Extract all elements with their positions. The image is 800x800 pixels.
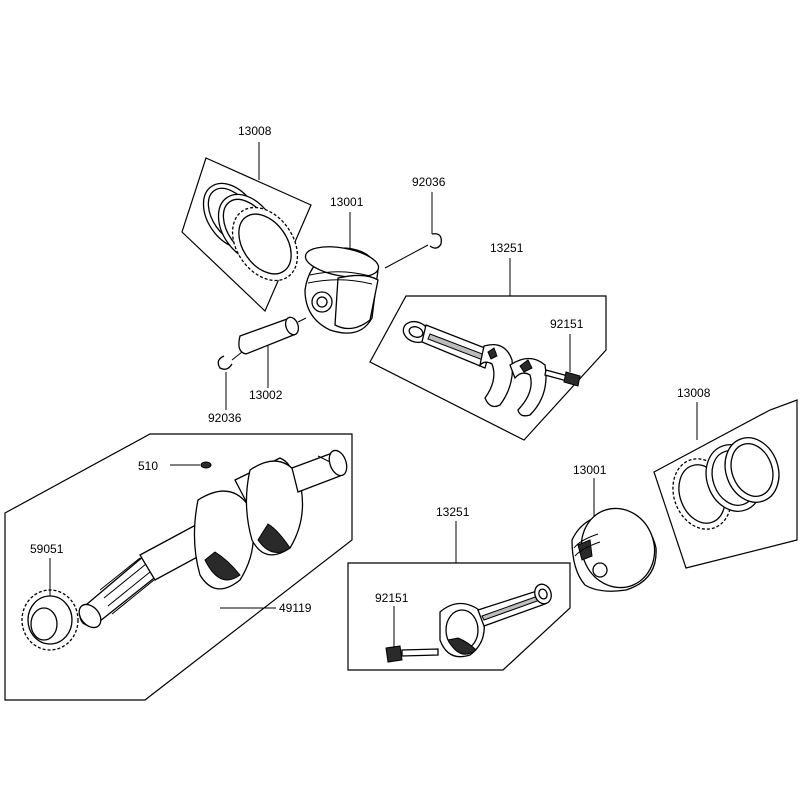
label-gear: 59051 — [30, 542, 64, 556]
circlip-top[interactable] — [429, 233, 442, 249]
ring-set-frame-top — [181, 157, 312, 313]
piston-top[interactable] — [303, 242, 381, 334]
piston-ring-set-right[interactable] — [663, 430, 787, 537]
label-key: 510 — [138, 459, 158, 473]
piston-right[interactable] — [570, 498, 665, 598]
label-crankshaft: 49119 — [279, 601, 312, 615]
label-bolt-bottom: 92151 — [375, 591, 409, 605]
label-conrod-bottom: 13251 — [436, 505, 470, 519]
label-piston-right: 13001 — [573, 463, 607, 477]
label-bolt-top: 92151 — [550, 317, 584, 331]
label-circlip-left: 92036 — [208, 411, 242, 425]
label-piston-top: 13001 — [330, 195, 364, 209]
label-circlip-top: 92036 — [412, 175, 446, 189]
piston-pin[interactable] — [238, 315, 301, 355]
label-rings-top: 13008 — [238, 124, 272, 138]
label-conrod-top: 13251 — [490, 241, 524, 255]
connecting-rod-top[interactable] — [400, 318, 547, 417]
piston-ring-set-top[interactable] — [181, 157, 312, 313]
label-rings-right: 13008 — [677, 386, 711, 400]
bolt-bottom[interactable] — [385, 645, 439, 663]
crankshaft-frame — [4, 433, 353, 701]
ring-set-frame-right — [653, 399, 798, 569]
crankshaft[interactable] — [75, 448, 350, 632]
circlip-left[interactable] — [217, 355, 233, 370]
woodruff-key[interactable] — [200, 461, 212, 469]
connecting-rod-bottom[interactable] — [439, 582, 554, 658]
label-pin: 13002 — [249, 388, 283, 402]
bolt-top[interactable] — [544, 369, 581, 387]
conrod-frame-bottom — [347, 562, 571, 671]
crank-gear[interactable] — [21, 589, 79, 651]
conrod-frame-top — [369, 295, 607, 441]
